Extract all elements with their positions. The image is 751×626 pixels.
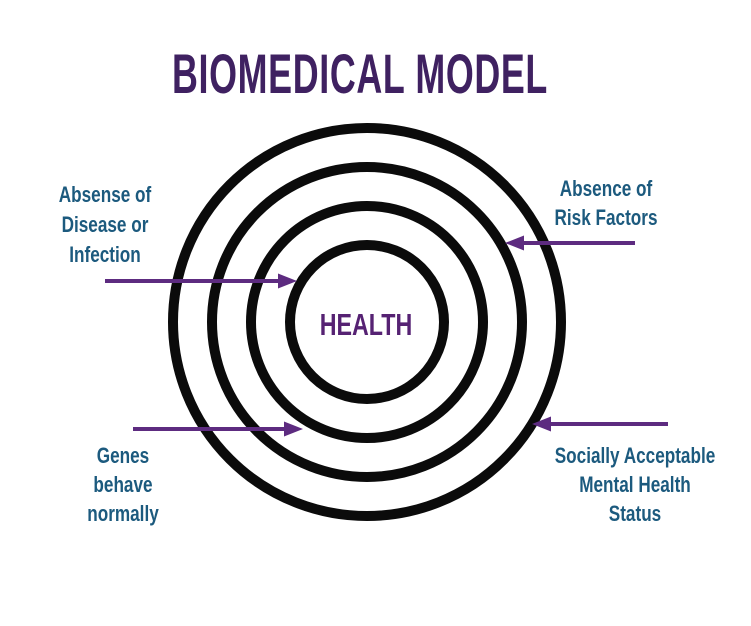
label-line: Absence of xyxy=(559,176,653,201)
health-label: HEALTH xyxy=(319,307,413,342)
arrow-mental-health xyxy=(532,416,668,432)
label-line: normally xyxy=(87,501,159,526)
label-line: Absense of xyxy=(58,182,152,207)
label-line: Genes xyxy=(96,443,150,468)
label-line: Status xyxy=(608,501,662,526)
arrow-risk-factors-head xyxy=(505,235,524,251)
label-line: behave xyxy=(93,472,153,497)
label-absence-of-risk-factors: Absence of Risk Factors xyxy=(512,174,699,232)
arrow-genes-head xyxy=(284,421,303,437)
page-title: BIOMEDICAL MODEL xyxy=(172,42,548,105)
label-genes-behave-normally: Genes behave normally xyxy=(29,441,216,528)
label-line: Risk Factors xyxy=(554,205,658,230)
ring-outer xyxy=(168,123,566,521)
label-absence-of-disease: Absense of Disease or Infection xyxy=(11,180,198,270)
arrow-risk-factors xyxy=(505,235,635,251)
label-line: Disease or xyxy=(61,212,149,237)
ring-inner xyxy=(285,240,449,404)
ring-3 xyxy=(207,162,527,482)
label-line: Mental Health xyxy=(579,472,691,497)
label-line: Socially Acceptable xyxy=(554,443,716,468)
ring-2 xyxy=(246,201,488,443)
label-mental-health-status: Socially Acceptable Mental Health Status xyxy=(541,441,728,528)
arrow-mental-health-head xyxy=(532,416,551,432)
arrow-genes xyxy=(133,421,303,437)
label-line: Infection xyxy=(69,242,141,267)
arrow-absence-disease xyxy=(105,273,297,289)
arrow-absence-disease-head xyxy=(278,273,297,289)
